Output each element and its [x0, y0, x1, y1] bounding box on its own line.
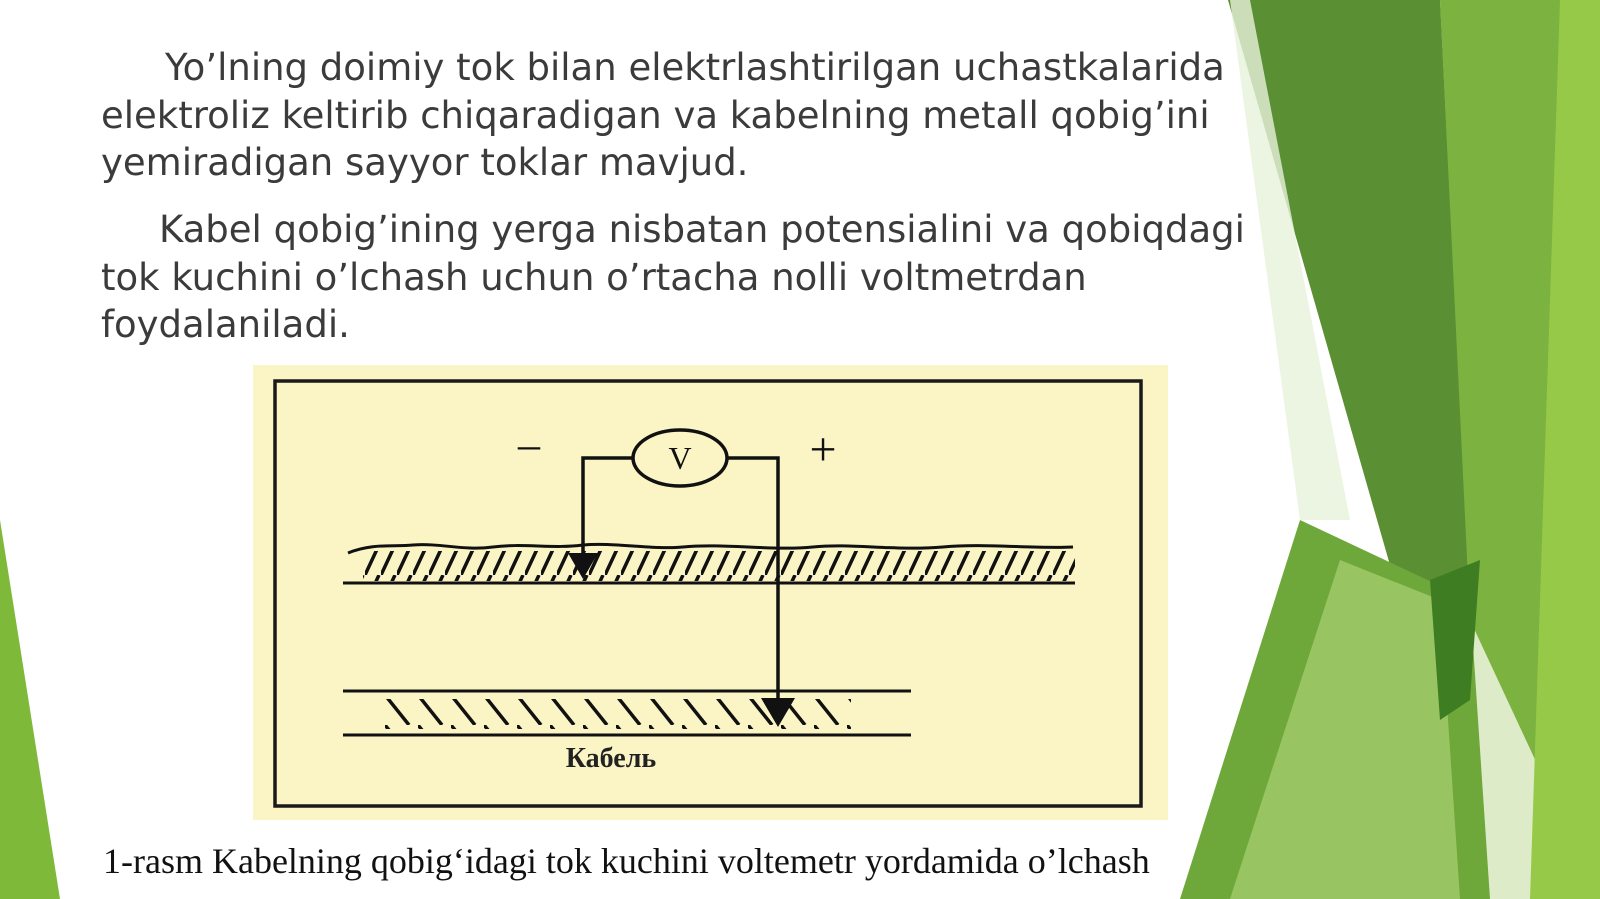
right-pale-strip: [1230, 0, 1350, 520]
ground-surface: [347, 542, 1074, 555]
lead-to-ground: [581, 456, 633, 555]
figure-frame: [273, 379, 1143, 808]
cable-probe-arrow-icon: [761, 698, 795, 727]
paragraph-1: Yo’lning doimiy tok bilan elektrlashtiri…: [101, 46, 1225, 184]
minus-label: –: [517, 420, 541, 469]
right-dark-panel: [1228, 0, 1470, 600]
right-lime-panel: [1530, 0, 1600, 899]
ground-hatch: [363, 551, 1075, 581]
cable-label: Кабель: [566, 743, 657, 774]
figure-background: [253, 365, 1168, 820]
lead-to-cable: [727, 456, 780, 700]
figure-caption: 1-rasm Kabelning qobig‘idagi tok kuchini…: [103, 841, 1150, 881]
voltmeter-diagram: V – + Кабель: [253, 365, 1168, 820]
plus-label: +: [809, 423, 836, 476]
left-green-wedge: [0, 520, 60, 899]
voltmeter-label: V: [668, 440, 691, 476]
right-bottom-light: [1230, 560, 1460, 899]
right-bottom-deep: [1430, 560, 1480, 720]
ground-probe-arrow-icon: [568, 553, 598, 579]
paragraph-2: Kabel qobig’ining yerga nisbatan potensi…: [101, 208, 1245, 346]
